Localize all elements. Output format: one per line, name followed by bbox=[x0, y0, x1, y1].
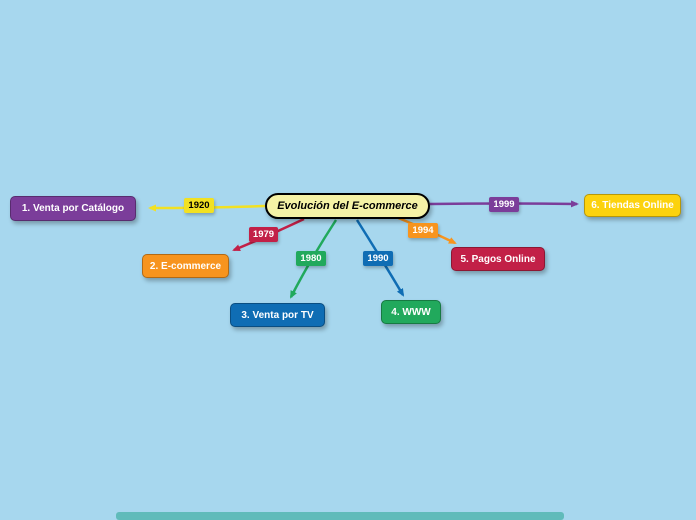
edge-year-badge-1980[interactable]: 1980 bbox=[296, 251, 326, 266]
node-label: 1. Venta por Catálogo bbox=[21, 203, 125, 214]
edge-year-badge-1990[interactable]: 1990 bbox=[363, 251, 393, 266]
node-label: 5. Pagos Online bbox=[460, 253, 536, 265]
edge-year-label: 1920 bbox=[188, 200, 210, 211]
edge-year-badge-1979[interactable]: 1979 bbox=[249, 227, 278, 242]
node-venta-por-tv[interactable]: 3. Venta por TV bbox=[230, 303, 325, 327]
node-e-commerce[interactable]: 2. E-commerce bbox=[142, 254, 229, 278]
node-venta-por-catalogo[interactable]: 1. Venta por Catálogo bbox=[10, 196, 136, 221]
central-topic[interactable]: Evolución del E-commerce bbox=[265, 193, 430, 219]
edge-year-label: 1999 bbox=[493, 199, 515, 210]
edge-year-label: 1990 bbox=[367, 253, 389, 264]
edge-year-label: 1980 bbox=[300, 253, 322, 264]
edge-year-badge-1920[interactable]: 1920 bbox=[184, 198, 214, 213]
edge-year-label: 1994 bbox=[412, 225, 434, 236]
edge-year-badge-1994[interactable]: 1994 bbox=[408, 223, 438, 238]
edge-year-badge-1999[interactable]: 1999 bbox=[489, 197, 519, 212]
central-topic-label: Evolución del E-commerce bbox=[277, 200, 418, 212]
node-label: 3. Venta por TV bbox=[241, 309, 314, 321]
edge-year-label: 1979 bbox=[252, 229, 275, 240]
node-label: 4. WWW bbox=[391, 306, 431, 318]
node-label: 2. E-commerce bbox=[149, 260, 222, 272]
bottom-bar bbox=[116, 512, 564, 520]
node-label: 6. Tiendas Online bbox=[591, 200, 674, 211]
node-tiendas-online[interactable]: 6. Tiendas Online bbox=[584, 194, 681, 217]
node-www[interactable]: 4. WWW bbox=[381, 300, 441, 324]
node-pagos-online[interactable]: 5. Pagos Online bbox=[451, 247, 545, 271]
